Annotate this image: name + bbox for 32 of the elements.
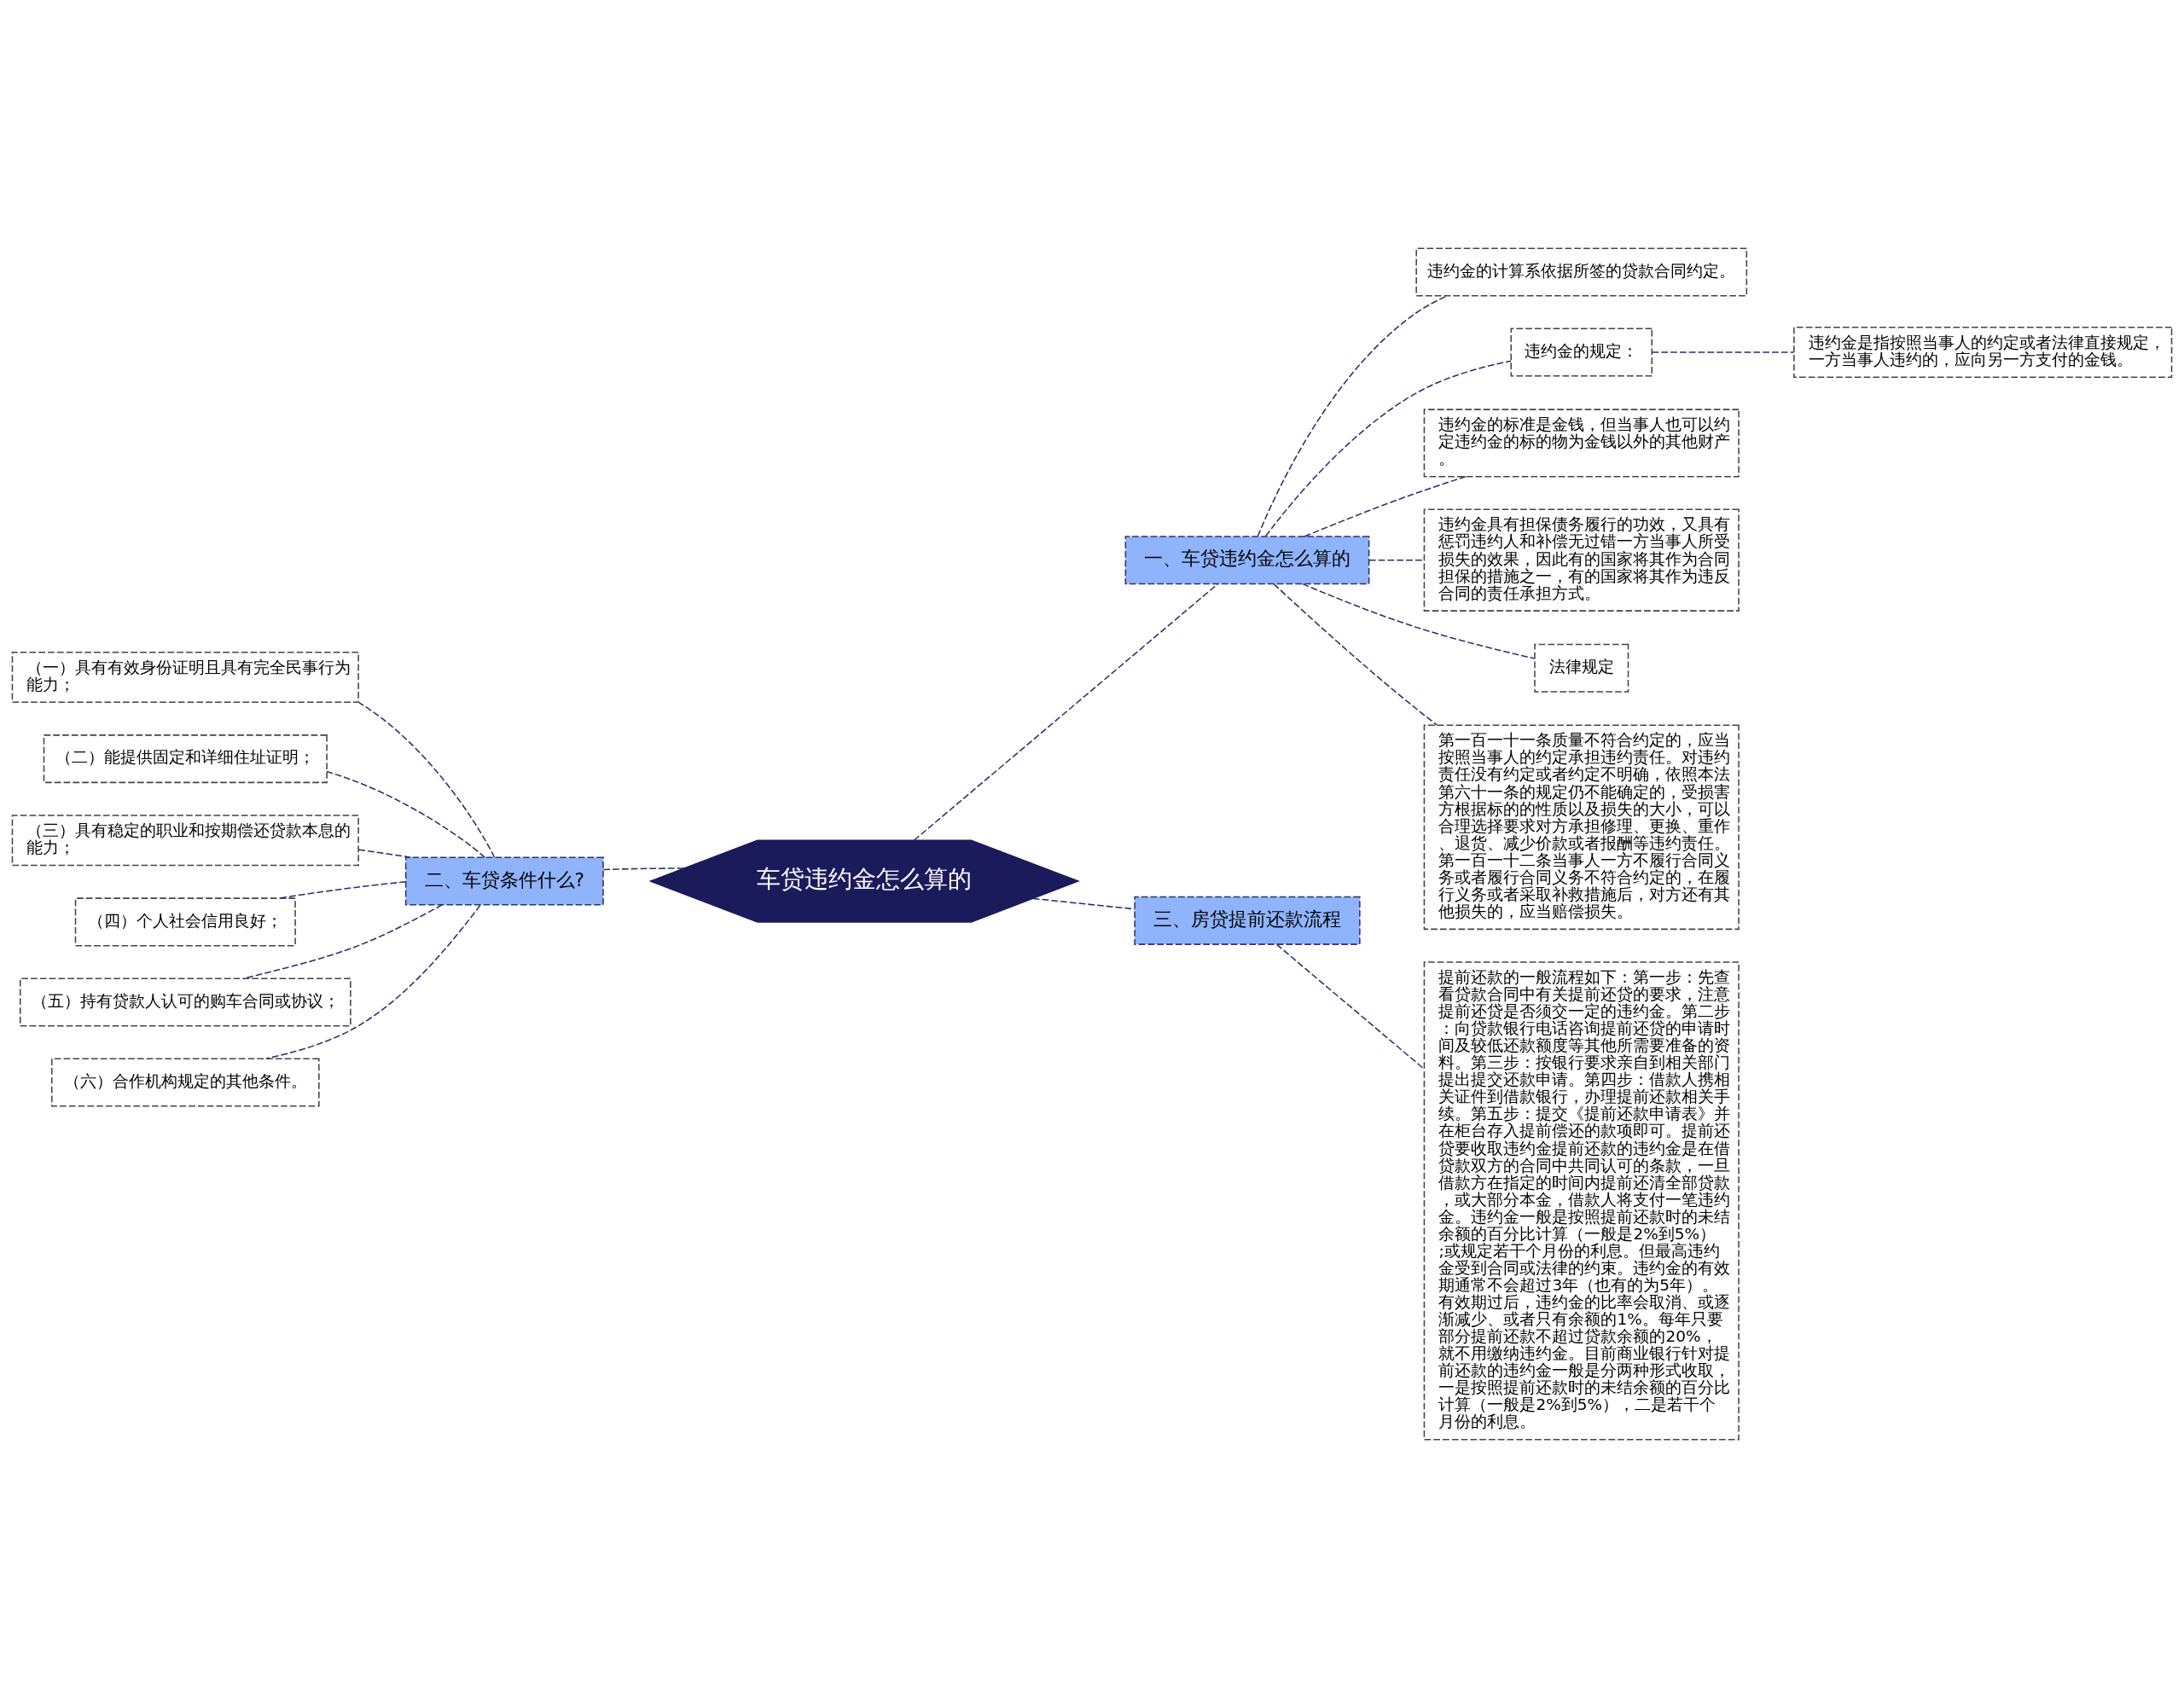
- node-box: 一、车贷违约金怎么算的: [1124, 536, 1370, 585]
- connector: [1275, 943, 1425, 1070]
- node-box: （五）持有贷款人认可的购车合同或协议；: [19, 977, 351, 1027]
- node-box: （二）能提供固定和详细住址证明；: [43, 734, 328, 784]
- connector: [326, 770, 486, 858]
- connector: [1257, 295, 1449, 537]
- connector: [602, 867, 685, 871]
- connector: [1273, 583, 1438, 726]
- node-box: （一）具有有效身份证明且具有完全民事行为能力；: [11, 651, 359, 704]
- connector: [1651, 351, 1795, 353]
- node-box: 三、房贷提前还款流程: [1134, 896, 1361, 945]
- node-box: 违约金的规定：: [1510, 328, 1653, 377]
- node-box: 违约金具有担保债务履行的功效，又具有惩罚违约人和补偿无过错一方当事人所受损失的效果，因此有的国家将其作为合同担保的措施之一，有的国家将其作为违反合同的责任承担方式。: [1423, 508, 1740, 612]
- node-box: 违约金是指按照当事人的约定或者法律直接规定，一方当事人违约的，应向另一方支付的金钱。: [1793, 326, 2173, 379]
- connector: [1302, 583, 1536, 659]
- connector: [278, 881, 407, 899]
- node-box: 违约金的标准是金钱，但当事人也可以约定违约金的标的物为金钱以外的其他财产。: [1423, 409, 1740, 478]
- node-box: 法律规定: [1534, 643, 1629, 693]
- connector: [1032, 897, 1136, 910]
- node-box: （四）个人社会信用良好；: [74, 897, 296, 947]
- connector: [1368, 559, 1425, 561]
- connector: [1264, 360, 1512, 537]
- connector: [242, 904, 443, 979]
- node-box: 违约金的计算系依据所签的贷款合同约定。: [1415, 247, 1748, 297]
- connector: [357, 701, 496, 858]
- node-box: （六）合作机构规定的其他条件。: [50, 1058, 320, 1107]
- connector: [913, 583, 1219, 841]
- connector: [357, 849, 412, 859]
- node-box: 二、车贷条件什么?: [404, 856, 604, 906]
- node-box: 提前还款的一般流程如下：第一步：先查看贷款合同中有关提前还贷的要求，注意提前还贷是否须交一定的违约金。第二步：向贷款银行电话咨询提前还贷的申请时间及较低还款额度等其他所需要准备的资料。第三步：按银行要求亲自到相关部门提出提交还款申请。第四步：借款人携相关证件到借款银行，办理提前还款相关手续。第五步：提交《提前还款申请表》并在柜台存入提前偿还的款项即可。提前还贷要收取违约金提前还款的违约金是在借贷款双方的合同中共同认可的条款，一旦借款方在指定的时间内提前还清全部贷款，或大部分本金，借款人将支付一笔违约金。违约金一般是按照提前还款时的未结余额的百分比计算（一般是2%到5%）;或规定若干个月份的利息。但最高违约金受到合同或法律的约束。违约金的有效期通常不会超过3年（也有的为5年）。有效期过后，违约金的比率会取消、或逐渐减少、或者只有余额的1%。每年只要部分提前还款不超过贷款余额的20%，就不用缴纳违约金。目前商业银行针对提前还款的违约金一般是分两种形式收取，一是按照提前还款时的未结余额的百分比计算（一般是2%到5%），二是若干个月份的利息。: [1423, 961, 1740, 1441]
- node-box: 第一百一十一条质量不符合约定的，应当按照当事人的约定承担违约责任。对违约责任没有约定或者约定不明确，依照本法第六十一条的规定仍不能确定的，受损害方根据标的的性质以及损失的大小，可以合理选择要求对方承担修理、更换、重作、退货、减少价款或者报酬等违约责任。第一百一十二条当事人一方不履行合同义务或者履行合同义务不符合约定的，在履行义务或者采取补救措施后，对方还有其他损失的，应当赔偿损失。: [1423, 724, 1740, 931]
- node-box: （三）具有稳定的职业和按期偿还贷款本息的能力；: [11, 815, 359, 867]
